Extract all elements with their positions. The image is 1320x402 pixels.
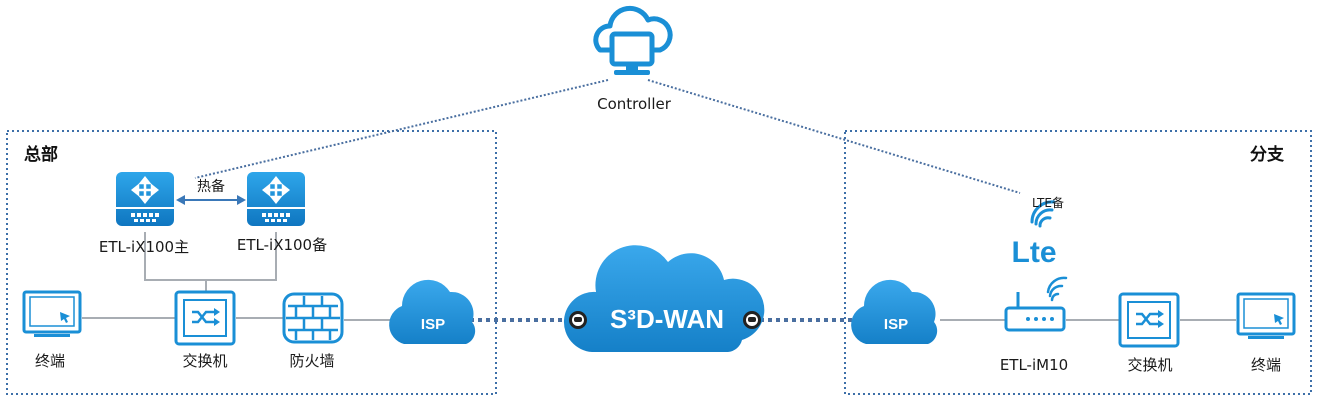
hq-link-routers-switch: [144, 232, 277, 281]
wan-connector-right-icon: [743, 311, 761, 329]
branch-router-icon: [1004, 276, 1068, 332]
wan-cloud: [563, 245, 765, 352]
wan-label: S³D-WAN: [610, 304, 724, 334]
hot-standby-arrow-left: [176, 195, 185, 205]
branch-title: 分支: [1250, 145, 1284, 165]
router-backup-icon: [247, 172, 305, 226]
branch-router-label: ETL-iM10: [999, 356, 1069, 374]
lte-logo: Lte: [1012, 236, 1057, 269]
hq-terminal-icon: [22, 290, 82, 337]
router-main-icon: [116, 172, 174, 226]
lte-backup-label: LTE备: [1032, 196, 1064, 210]
controller-link-branch: [647, 79, 1021, 194]
lte-signal-icon: [1030, 200, 1056, 228]
hq-terminal-label: 终端: [34, 352, 66, 370]
branch-terminal-icon: [1236, 292, 1296, 339]
hq-isp-cloud: [389, 279, 476, 344]
controller-label: Controller: [597, 95, 671, 113]
branch-switch-icon: [1118, 292, 1180, 348]
branch-region: [844, 130, 1312, 395]
router-backup-label: ETL-iX100备: [236, 236, 328, 254]
hq-title: 总部: [24, 145, 58, 165]
router-main-label: ETL-iX100主: [98, 238, 190, 256]
branch-isp-label: ISP: [884, 316, 908, 333]
hq-switch-icon: [174, 290, 236, 346]
hot-standby-label: 热备: [197, 179, 225, 195]
firewall-icon: [282, 292, 344, 344]
branch-isp-cloud: [851, 279, 938, 344]
controller-link-hq: [194, 79, 609, 179]
wan-connector-left-icon: [569, 311, 587, 329]
hq-isp-label: ISP: [421, 316, 445, 333]
hq-switch-label: 交换机: [182, 352, 228, 370]
branch-terminal-label: 终端: [1250, 356, 1282, 374]
firewall-label: 防火墙: [289, 352, 335, 370]
cloud-monitor-icon: [593, 5, 673, 75]
hq-region: [6, 130, 497, 395]
hot-standby-arrow-right: [237, 195, 246, 205]
branch-switch-label: 交换机: [1127, 356, 1173, 374]
